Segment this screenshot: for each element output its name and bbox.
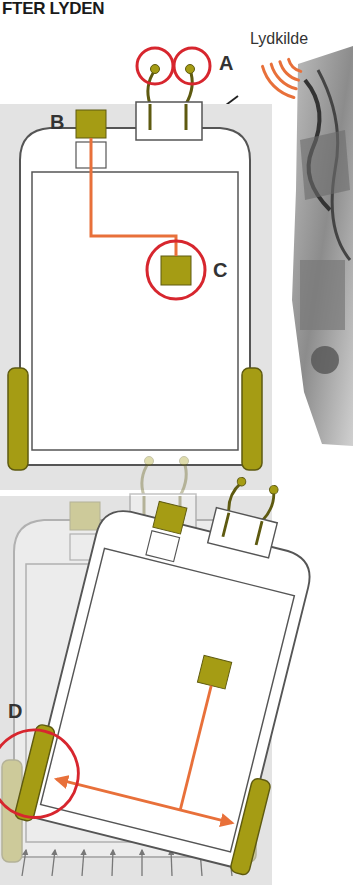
robot-top [147,241,205,299]
robot-tilted [0,721,88,827]
robot-tilted [14,444,341,876]
robot-tilted [180,686,211,810]
photo-robot [300,130,350,200]
ground-arrows [22,850,26,876]
sound-waves [289,59,301,71]
photo-robot [311,346,339,374]
ground-arrows [171,850,172,876]
robot-top [137,48,173,84]
robot-tilted [0,435,341,875]
photo-robot [300,260,345,330]
sound-waves [263,59,301,97]
title: FTER LYDEN [2,0,104,19]
robot-tilted [57,779,232,823]
sound-waves [263,66,294,97]
callout-letter: D [8,700,22,722]
ground-arrows [141,850,142,876]
sound-waves [280,62,299,80]
callout-letter: A [219,52,233,74]
ground-arrows [52,850,55,876]
robot-top [174,48,210,84]
photo-robot [292,46,353,446]
sound-source-label: Lydkilde [250,30,308,48]
callout-letter: B [50,111,64,133]
robot-top [8,65,262,471]
ground-arrows [112,850,113,876]
callout-letter: C [213,259,227,281]
robot-top [91,138,176,256]
photo-robot [292,46,353,446]
robot-top [8,48,262,470]
ground-arrows [82,850,84,876]
